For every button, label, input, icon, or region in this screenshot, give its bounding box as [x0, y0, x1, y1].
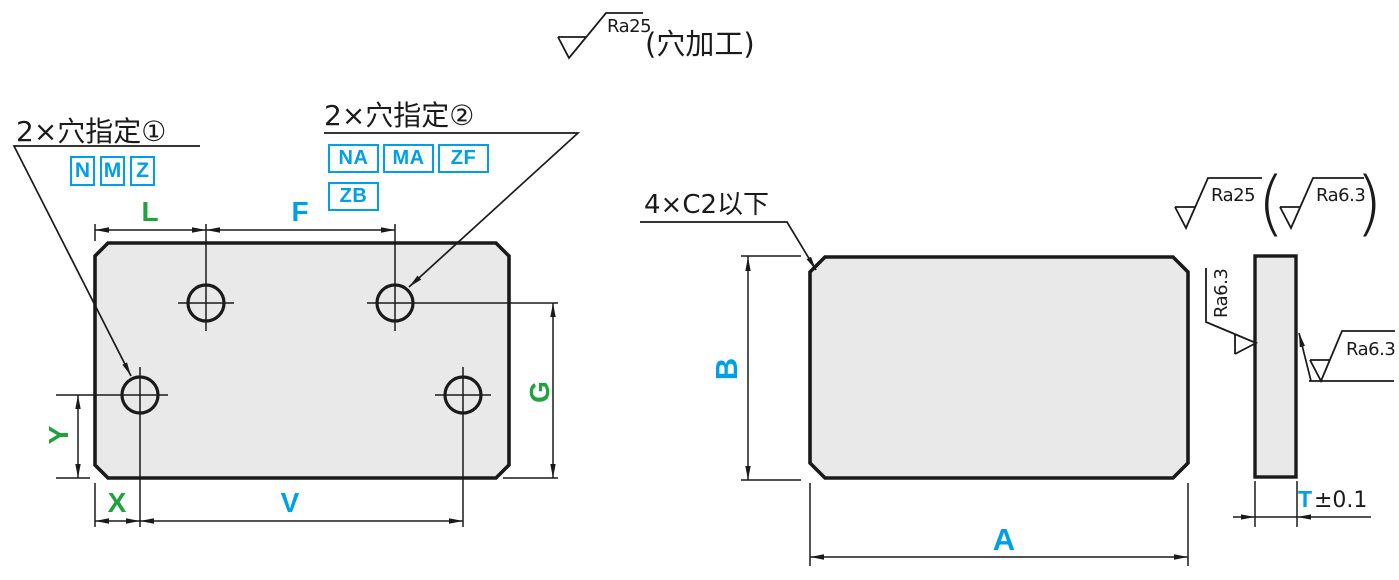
roughness-symbol-corner-primary-icon — [1174, 177, 1262, 231]
roughness-value-corner-primary: Ra25 — [1211, 185, 1255, 206]
roughness-value-top: Ra25 — [607, 16, 651, 37]
option-code-MA: MA — [383, 144, 434, 173]
dim-label-F: F — [291, 196, 308, 227]
extension-lines — [56, 224, 1298, 566]
dim-label-T: T — [1298, 486, 1312, 512]
roughness-symbol-side-right-icon — [1309, 330, 1395, 384]
roughness-symbol-side-left-icon — [1205, 268, 1259, 355]
dim-label-A: A — [993, 522, 1015, 557]
roughness-symbol-side-left: Ra6.3 — [1205, 268, 1259, 355]
hole-bottom-right — [443, 375, 483, 415]
dim-label-T-tolerance: ±0.1 — [1314, 488, 1367, 513]
option-code-M: M — [100, 156, 125, 186]
roughness-symbol-corner-secondary-icon — [1279, 177, 1364, 231]
option-code-Z: Z — [130, 156, 155, 186]
dim-label-Y: Y — [43, 425, 74, 444]
roughness-value-side-left: Ra6.3 — [1211, 269, 1232, 318]
chamfer-note: 4×C2以下 — [644, 190, 769, 220]
side-view-plate — [1253, 254, 1298, 479]
dim-label-B: B — [709, 358, 744, 380]
dim-label-G: G — [524, 381, 555, 403]
option-code-ZB: ZB — [328, 182, 379, 211]
dim-label-L: L — [141, 196, 158, 227]
front-view-plate — [93, 241, 511, 480]
hole-top-right — [375, 283, 415, 323]
surface-symbols — [557, 12, 1395, 384]
open-paren: ( — [1257, 162, 1284, 244]
close-paren: ) — [1355, 162, 1382, 244]
leader-arrowheads — [122, 256, 1305, 376]
option-code-ZF: ZF — [438, 144, 489, 173]
dim-label-V: V — [281, 487, 300, 518]
hole-machining-note: (穴加工) — [645, 27, 755, 61]
hole-top-left — [186, 283, 226, 323]
dimension-arrowheads — [75, 227, 1311, 560]
roughness-value-corner-secondary: Ra6.3 — [1316, 185, 1365, 206]
dim-label-X: X — [108, 487, 127, 518]
hole-bottom-left — [120, 375, 160, 415]
option-code-NA: NA — [328, 144, 379, 173]
roughness-value-side-right: Ra6.3 — [1346, 339, 1395, 360]
option-code-N: N — [70, 156, 95, 186]
hole-callout-1-title: 2×穴指定① — [16, 115, 166, 148]
top-view-plate — [808, 255, 1190, 480]
mounting-holes — [120, 283, 483, 415]
roughness-symbol-top-icon — [557, 12, 643, 60]
hole-callout-2-title: 2×穴指定② — [324, 99, 474, 132]
